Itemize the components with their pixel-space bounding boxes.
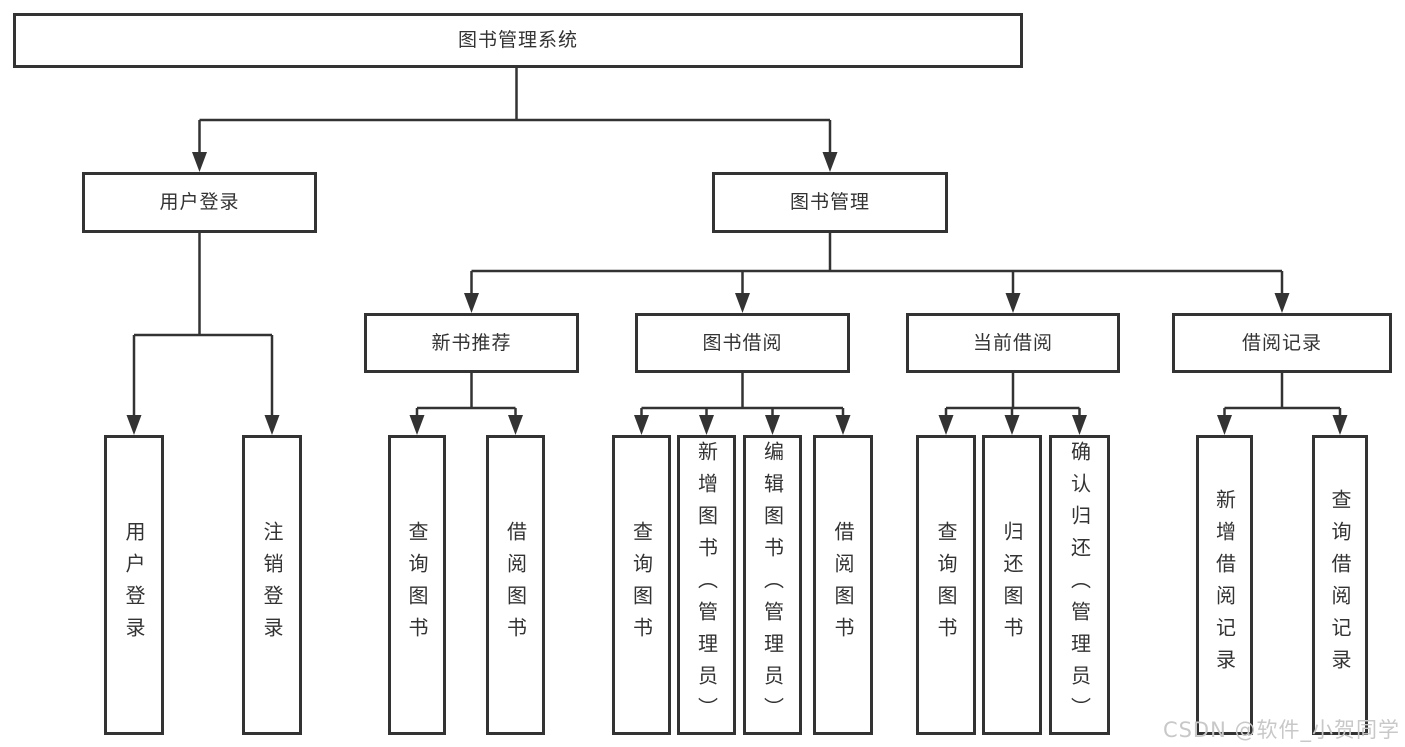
node-book-management-system: 图书管理系统 [13,13,1023,68]
node-new-book-recommend: 新书推荐 [364,313,579,373]
watermark: CSDN @软件_小贺同学 [1162,718,1400,742]
leaf-query-books-recommend: 查询图书 [388,435,446,735]
node-borrowing-records: 借阅记录 [1172,313,1392,373]
leaf-confirm-return-admin: 确认归还（管理员） [1049,435,1110,735]
arrowheads [126,152,1348,435]
leaf-user-login: 用户登录 [104,435,164,735]
connector-paths [132,68,1342,417]
leaf-query-books-current: 查询图书 [916,435,976,735]
node-user-login: 用户登录 [82,172,317,233]
leaf-query-borrow-record: 查询借阅记录 [1312,435,1368,735]
leaf-query-books-borrowing: 查询图书 [612,435,671,735]
node-book-management: 图书管理 [712,172,948,233]
leaf-return-books: 归还图书 [982,435,1042,735]
leaf-edit-books-admin: 编辑图书（管理员） [743,435,802,735]
leaf-borrow-books-borrowing: 借阅图书 [813,435,873,735]
node-current-borrowing: 当前借阅 [906,313,1120,373]
leaf-add-books-admin: 新增图书（管理员） [677,435,736,735]
leaf-add-borrow-record: 新增借阅记录 [1196,435,1253,735]
leaf-borrow-books-recommend: 借阅图书 [486,435,545,735]
leaf-logout: 注销登录 [242,435,302,735]
node-book-borrowing: 图书借阅 [635,313,850,373]
